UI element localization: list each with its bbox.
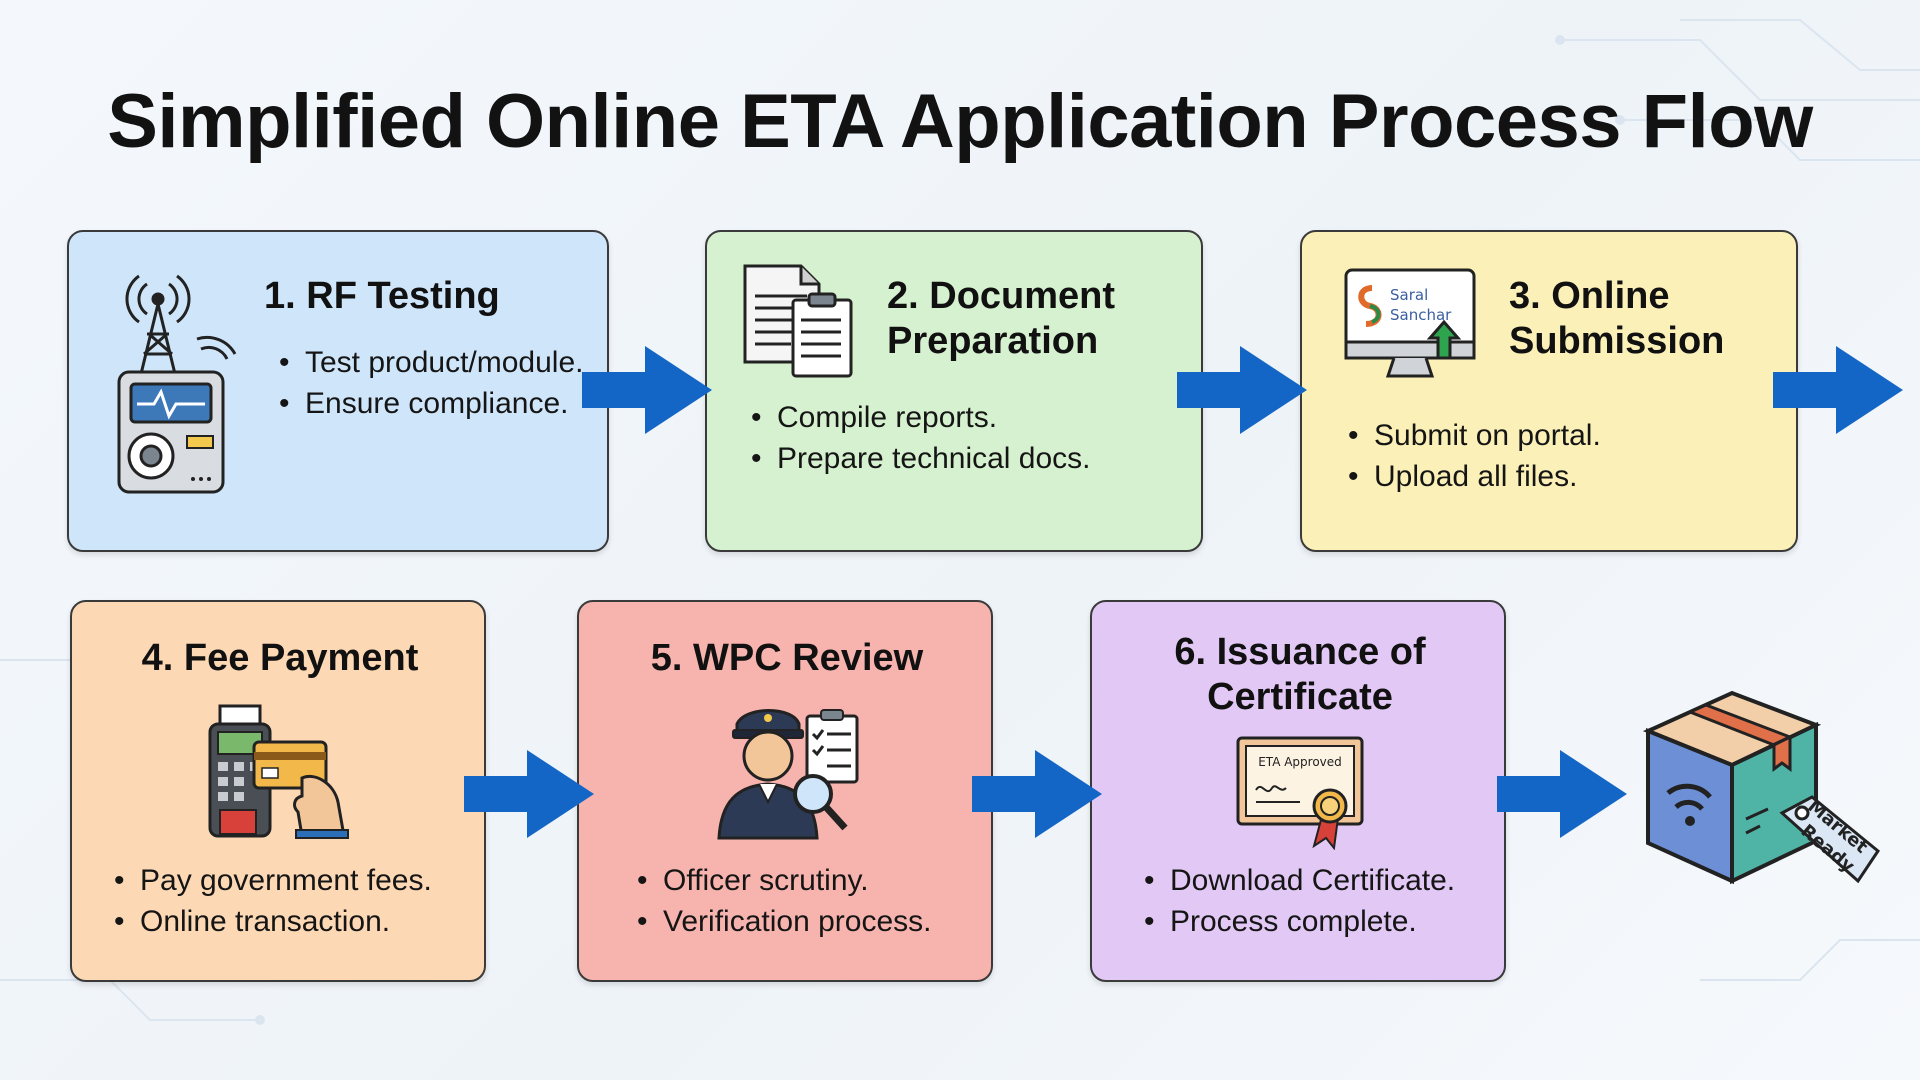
bullet-item: Online transaction.	[114, 901, 484, 942]
step-bullets: Test product/module. Ensure compliance.	[279, 342, 599, 424]
card-payment-icon	[208, 704, 349, 839]
bullet-item: Officer scrutiny.	[637, 860, 993, 901]
bullet-item: Verification process.	[637, 901, 993, 942]
arrow-right-icon	[582, 346, 712, 434]
bullet-item: Upload all files.	[1348, 456, 1768, 497]
certificate-icon: ETA Approved	[1236, 736, 1364, 850]
step-bullets: Submit on portal. Upload all files.	[1348, 415, 1768, 497]
step-title: 5. WPC Review	[650, 637, 924, 679]
market-ready-box-icon: Market Ready	[1642, 690, 1881, 885]
step-card-fee-payment: 4. Fee Payment Pay government fees. Onli…	[70, 600, 486, 982]
officer-review-icon	[717, 709, 859, 840]
step-card-online-submission: Saral Sanchar 3. Online Submission Submi…	[1300, 230, 1798, 552]
bullet-item: Download Certificate.	[1144, 860, 1504, 901]
step-bullets: Compile reports. Prepare technical docs.	[751, 397, 1191, 479]
step-card-wpc-review: 5. WPC Review Officer scrutiny. Verifica…	[577, 600, 993, 982]
step-card-document-preparation: 2. Document Preparation Compile reports.…	[705, 230, 1203, 552]
step-card-issuance-of-certificate: 6. Issuance of Certificate ETA Approved …	[1090, 600, 1506, 982]
bullet-item: Test product/module.	[279, 342, 599, 383]
arrow-right-icon	[972, 750, 1102, 838]
portal-logo-line1: Saral	[1390, 286, 1428, 304]
portal-monitor-icon: Saral Sanchar	[1344, 268, 1476, 378]
bullet-item: Prepare technical docs.	[751, 438, 1191, 479]
bullet-item: Submit on portal.	[1348, 415, 1768, 456]
step-title: 2. Document Preparation	[887, 275, 1116, 362]
page-title: Simplified Online ETA Application Proces…	[107, 79, 1813, 164]
step-bullets: Pay government fees. Online transaction.	[114, 860, 484, 942]
step-card-rf-testing: 1. RF Testing Test product/module. Ensur…	[67, 230, 609, 552]
step-title: 3. Online Submission	[1509, 275, 1725, 362]
step-bullets: Officer scrutiny. Verification process.	[637, 860, 993, 942]
certificate-label: ETA Approved	[1258, 755, 1342, 769]
step-title: 4. Fee Payment	[141, 637, 419, 679]
bullet-item: Pay government fees.	[114, 860, 484, 901]
step-bullets: Download Certificate. Process complete.	[1144, 860, 1504, 942]
arrow-right-icon	[1497, 750, 1627, 838]
step-title: 6. Issuance of Certificate	[1174, 631, 1426, 718]
rf-test-device-icon	[117, 274, 237, 494]
bullet-item: Ensure compliance.	[279, 383, 599, 424]
bullet-item: Compile reports.	[751, 397, 1191, 438]
arrow-right-icon	[464, 750, 594, 838]
step-title: 1. RF Testing	[264, 275, 500, 317]
arrow-right-icon	[1177, 346, 1307, 434]
documents-icon	[743, 264, 853, 378]
portal-logo-line2: Sanchar	[1390, 306, 1452, 324]
bullet-item: Process complete.	[1144, 901, 1504, 942]
arrow-right-icon	[1773, 346, 1903, 434]
